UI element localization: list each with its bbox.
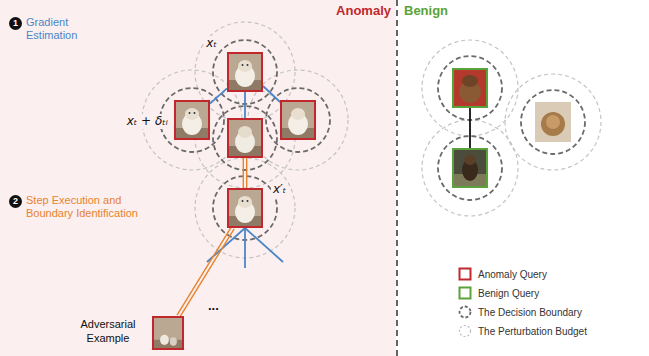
photo-eye xyxy=(242,64,244,66)
step-title: Gradient Estimation xyxy=(26,16,94,42)
swatch xyxy=(460,288,471,299)
photo-ground xyxy=(227,118,263,158)
budget-circle xyxy=(505,74,601,170)
query-image: xₜ + δₜᵢ xyxy=(174,100,210,140)
legend-sample xyxy=(458,267,472,281)
step-line-b xyxy=(246,158,247,188)
node-label: x′ₜ xyxy=(271,182,288,197)
photo-dog-head xyxy=(238,60,252,72)
photo-eye xyxy=(242,200,244,202)
photo-ground xyxy=(174,100,210,140)
step-title: Step Execution and Boundary Identificati… xyxy=(26,194,156,220)
photo xyxy=(227,188,263,228)
node-label: xₜ xyxy=(204,36,219,51)
divider xyxy=(396,0,398,356)
photo-dog xyxy=(541,112,565,136)
legend-text: The Decision Boundary xyxy=(478,306,582,319)
panel-title: Anomaly xyxy=(336,3,391,18)
panel-title: Benign xyxy=(404,3,448,18)
query-image: xₜ xyxy=(227,52,263,92)
photo-dog xyxy=(170,337,177,346)
anomaly-image xyxy=(227,118,263,158)
legend-text: Benign Query xyxy=(478,287,539,300)
node-label: xₜ + δₜᵢ xyxy=(125,114,170,129)
photo xyxy=(174,100,210,140)
connector xyxy=(177,227,234,317)
ellipsis: ... xyxy=(208,298,219,313)
legend-text: Anomaly Query xyxy=(478,268,547,281)
photo xyxy=(152,316,184,350)
decision-boundaries xyxy=(160,40,585,240)
legend-sample xyxy=(458,324,472,338)
anomaly-panel xyxy=(0,0,396,356)
photo-eye xyxy=(247,200,249,202)
callout-number: 1 xyxy=(9,17,22,30)
photo-border xyxy=(228,119,262,157)
image-border xyxy=(227,188,263,228)
image-border xyxy=(152,316,184,350)
photo xyxy=(227,52,263,92)
photo-dog-head xyxy=(462,75,478,87)
photo-ground xyxy=(227,52,263,92)
gradient-line xyxy=(263,86,280,102)
photo-dog-head xyxy=(291,108,305,120)
benign-link xyxy=(469,108,471,148)
query-image: x′ₜ xyxy=(227,188,263,228)
step-line xyxy=(243,158,246,188)
photo-ground xyxy=(452,148,488,188)
photo-dog-head xyxy=(464,155,476,165)
benign-image xyxy=(452,68,488,108)
connector-line xyxy=(177,227,231,315)
photo-dog-head xyxy=(546,115,560,129)
photo-ground xyxy=(152,316,184,350)
gradient-line xyxy=(245,228,283,262)
perturbation-budgets xyxy=(142,22,601,258)
photo-eye xyxy=(194,112,196,114)
photo-eye xyxy=(189,112,191,114)
legend-sample xyxy=(458,286,472,300)
photo-border xyxy=(453,69,487,107)
legend-text: The Perturbation Budget xyxy=(478,325,587,338)
benign-image xyxy=(535,102,571,142)
gradient-lines xyxy=(207,86,283,268)
photo-dog xyxy=(160,335,169,345)
legend-sample xyxy=(458,305,472,319)
gradient-line xyxy=(244,228,246,268)
photo-dog-head xyxy=(238,196,252,208)
photo-dog-head xyxy=(238,126,252,138)
swatch xyxy=(460,326,471,337)
photo-border xyxy=(453,149,487,187)
photo-ground xyxy=(535,102,571,142)
connector xyxy=(210,88,227,103)
step-line-a xyxy=(243,158,244,188)
node-label: Adversarial Example xyxy=(70,317,146,345)
image-border xyxy=(227,52,263,92)
boundary-circle xyxy=(521,90,585,154)
photo-ground xyxy=(452,68,488,108)
photo-ground xyxy=(280,100,316,140)
callout-number: 2 xyxy=(9,195,22,208)
query-image: Adversarial Example xyxy=(152,316,184,350)
benign-image xyxy=(452,148,488,188)
swatch xyxy=(460,269,471,280)
photo-ground xyxy=(227,188,263,228)
anomaly-image xyxy=(280,100,316,140)
swatch xyxy=(460,307,471,318)
image-border xyxy=(174,100,210,140)
gradient-line xyxy=(244,92,246,118)
photo-dog-head xyxy=(185,108,199,120)
connector-line xyxy=(210,88,227,103)
photo-border xyxy=(281,101,315,139)
photo-eye xyxy=(247,64,249,66)
connector-line xyxy=(180,229,234,317)
